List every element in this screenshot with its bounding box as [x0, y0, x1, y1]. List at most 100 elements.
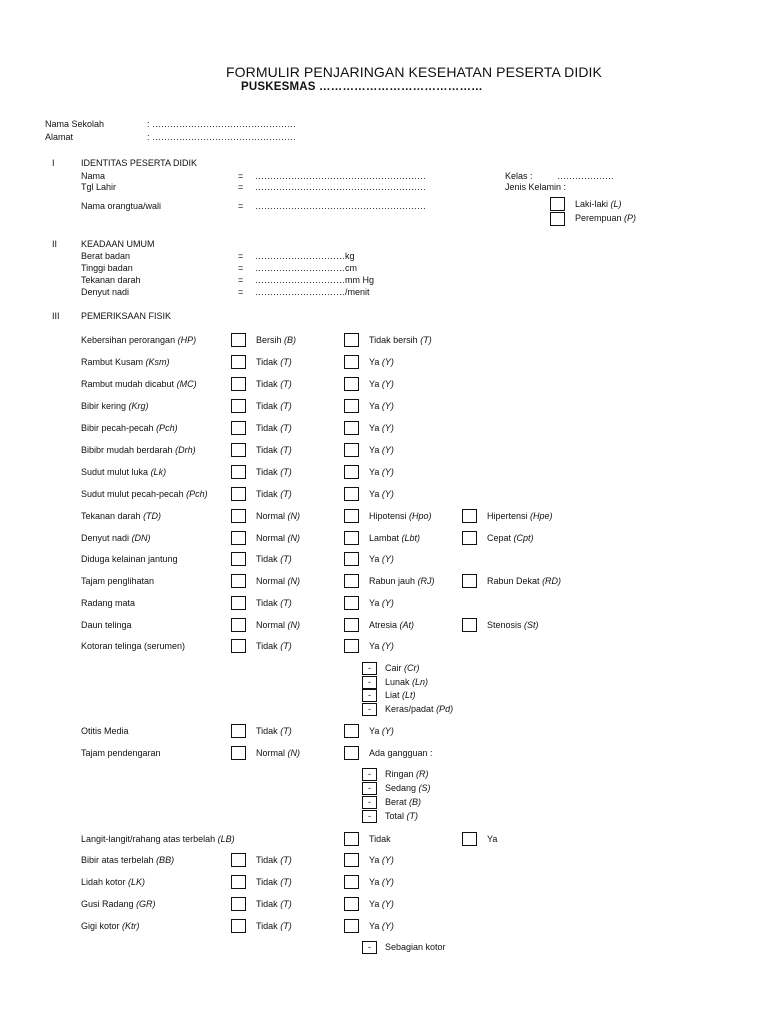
sub-option-label: Sedang (S) [385, 783, 431, 793]
exam-option-checkbox[interactable] [344, 596, 359, 610]
section-2-number: II [52, 239, 58, 249]
exam-option-checkbox[interactable] [344, 355, 359, 369]
sub-option-checkbox[interactable]: - [362, 703, 377, 716]
exam-option-checkbox[interactable] [344, 465, 359, 479]
exam-option-checkbox[interactable] [462, 618, 477, 632]
exam-option-checkbox[interactable] [344, 832, 359, 846]
exam-option-checkbox[interactable] [231, 897, 246, 911]
exam-option-label: Rabun Dekat (RD) [487, 576, 562, 586]
exam-label: Rambut mudah dicabut (MC) [81, 379, 197, 389]
exam-option-checkbox[interactable] [344, 399, 359, 413]
exam-option-label: Ya (Y) [369, 877, 394, 887]
sub-option-checkbox[interactable]: - [362, 689, 377, 702]
exam-option-checkbox[interactable] [231, 509, 246, 523]
exam-option-checkbox[interactable] [231, 724, 246, 738]
exam-label: Lidah kotor (LK) [81, 877, 146, 887]
exam-option-label: Ya (Y) [369, 899, 394, 909]
nama-field[interactable]: ………………………………………………… [255, 171, 426, 181]
exam-option-checkbox[interactable] [344, 531, 359, 545]
exam-option-checkbox[interactable] [344, 377, 359, 391]
keadaan-field[interactable]: …………………………mm Hg [255, 275, 374, 285]
sub-option-checkbox[interactable]: - [362, 676, 377, 689]
keadaan-field[interactable]: …………………………cm [255, 263, 357, 273]
exam-option-checkbox[interactable] [344, 421, 359, 435]
exam-option-label: Atresia (At) [369, 620, 415, 630]
perempuan-label: Perempuan (P) [575, 213, 637, 223]
exam-option-checkbox[interactable] [344, 333, 359, 347]
exam-label: Bibir atas terbelah (BB) [81, 855, 175, 865]
exam-option-checkbox[interactable] [231, 574, 246, 588]
exam-option-checkbox[interactable] [231, 919, 246, 933]
laki-laki-checkbox[interactable] [550, 197, 565, 211]
exam-option-checkbox[interactable] [231, 443, 246, 457]
exam-option-checkbox[interactable] [231, 487, 246, 501]
kelas-field[interactable]: ………………. [557, 171, 614, 181]
exam-option-checkbox[interactable] [344, 919, 359, 933]
exam-option-checkbox[interactable] [462, 531, 477, 545]
sub-option-label: Keras/padat (Pd) [385, 704, 454, 714]
exam-option-checkbox[interactable] [344, 618, 359, 632]
keadaan-label: Tekanan darah [81, 275, 141, 285]
exam-option-checkbox[interactable] [231, 333, 246, 347]
sub-option-checkbox[interactable]: - [362, 810, 377, 823]
section-3-number: III [52, 311, 60, 321]
section-1-title: IDENTITAS PESERTA DIDIK [81, 158, 198, 168]
keadaan-field[interactable]: …………………………kg [255, 251, 355, 261]
exam-option-checkbox[interactable] [344, 875, 359, 889]
exam-option-checkbox[interactable] [231, 399, 246, 413]
keadaan-eq: = [238, 263, 244, 273]
exam-option-checkbox[interactable] [344, 897, 359, 911]
exam-option-checkbox[interactable] [344, 487, 359, 501]
exam-option-checkbox[interactable] [231, 421, 246, 435]
sub-option-checkbox[interactable]: - [362, 662, 377, 675]
exam-option-checkbox[interactable] [344, 552, 359, 566]
exam-option-checkbox[interactable] [231, 746, 246, 760]
sub-option-label: Berat (B) [385, 797, 422, 807]
exam-option-checkbox[interactable] [344, 443, 359, 457]
exam-option-checkbox[interactable] [231, 465, 246, 479]
sub-option-checkbox[interactable]: - [362, 796, 377, 809]
exam-label: Diduga kelainan jantung [81, 554, 178, 564]
exam-option-label: Tidak (T) [256, 855, 292, 865]
exam-option-checkbox[interactable] [462, 509, 477, 523]
exam-option-checkbox[interactable] [344, 574, 359, 588]
exam-option-label: Ya (Y) [369, 401, 394, 411]
exam-option-label: Stenosis (St) [487, 620, 539, 630]
exam-option-checkbox[interactable] [344, 853, 359, 867]
ortu-field[interactable]: ………………………………………………… [255, 201, 426, 211]
exam-option-checkbox[interactable] [344, 509, 359, 523]
perempuan-checkbox[interactable] [550, 212, 565, 226]
exam-option-checkbox[interactable] [231, 639, 246, 653]
exam-label: Daun telinga [81, 620, 132, 630]
sub-option-checkbox[interactable]: - [362, 768, 377, 781]
exam-option-checkbox[interactable] [231, 618, 246, 632]
exam-option-checkbox[interactable] [231, 596, 246, 610]
exam-option-label: Normal (N) [256, 576, 301, 586]
exam-option-checkbox[interactable] [231, 552, 246, 566]
exam-option-checkbox[interactable] [231, 853, 246, 867]
exam-option-checkbox[interactable] [231, 377, 246, 391]
exam-option-checkbox[interactable] [344, 746, 359, 760]
ortu-label: Nama orangtua/wali [81, 201, 162, 211]
exam-option-checkbox[interactable] [344, 639, 359, 653]
tgl-lahir-field[interactable]: ………………………………………………… [255, 182, 426, 192]
exam-option-checkbox[interactable] [344, 724, 359, 738]
exam-option-checkbox[interactable] [231, 355, 246, 369]
sub-option-checkbox[interactable]: - [362, 782, 377, 795]
exam-option-checkbox[interactable] [462, 574, 477, 588]
exam-option-label: Ya (Y) [369, 445, 394, 455]
puskesmas-line: PUSKESMAS …………………………………… [241, 81, 483, 93]
alamat-field[interactable]: : ………………………………………… [147, 132, 297, 142]
exam-option-label: Rabun jauh (RJ) [369, 576, 435, 586]
keadaan-eq: = [238, 287, 244, 297]
nama-sekolah-field[interactable]: : ………………………………………… [147, 119, 297, 129]
exam-label: Langit-langit/rahang atas terbelah (LB) [81, 834, 235, 844]
sub-option-checkbox[interactable]: - [362, 941, 377, 954]
tgl-lahir-eq: = [238, 182, 244, 192]
exam-option-label: Ya (Y) [369, 467, 394, 477]
exam-option-checkbox[interactable] [231, 875, 246, 889]
exam-option-label: Normal (N) [256, 620, 301, 630]
exam-option-checkbox[interactable] [462, 832, 477, 846]
exam-option-checkbox[interactable] [231, 531, 246, 545]
keadaan-field[interactable]: …………………………/menit [255, 287, 370, 297]
